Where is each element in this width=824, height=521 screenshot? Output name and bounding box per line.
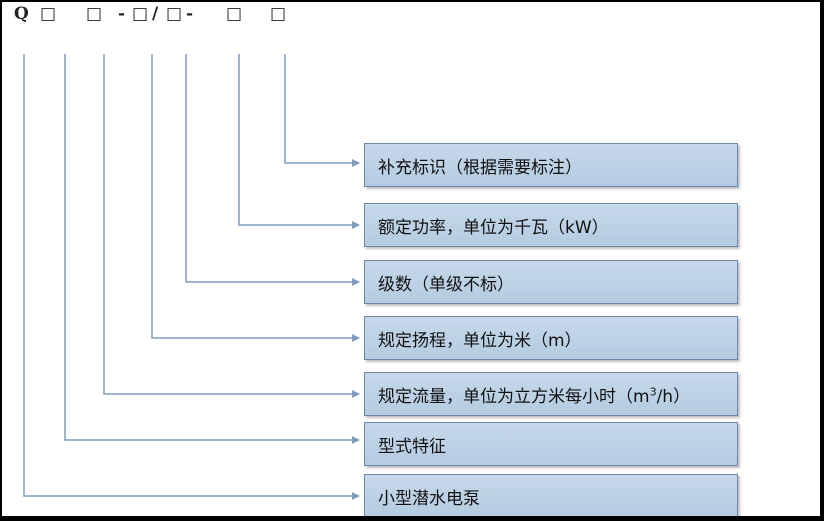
label-head: 规定扬程，单位为米（m） [364, 316, 738, 360]
connector-model-feature [64, 54, 360, 444]
code-letter-q: Q [14, 4, 29, 24]
label-model-feature-text: 型式特征 [378, 436, 446, 457]
code-box-1: □ [40, 4, 57, 24]
code-box-3: □ [132, 4, 149, 24]
label-flow-superscript: 3 [649, 384, 657, 398]
label-model-feature: 型式特征 [364, 422, 738, 466]
label-flow: 规定流量，单位为立方米每小时（m3/h） [364, 372, 738, 416]
code-box-5: □ [226, 4, 243, 24]
connector-stages [185, 54, 360, 286]
diagram-canvas: Q □ □ - □ / □ - □ □ 补充标识（根据需要标注） 额定功率，单位… [2, 2, 820, 516]
label-flow-prefix: 规定流量，单位为立方米每小时（m [378, 386, 650, 407]
connector-rated-power [238, 54, 360, 229]
connector-lines [23, 54, 360, 500]
label-rated-power: 额定功率，单位为千瓦（kW） [364, 203, 738, 247]
label-supplement: 补充标识（根据需要标注） [364, 143, 738, 187]
code-box-4: □ [166, 4, 183, 24]
label-head-text: 规定扬程，单位为米（m） [378, 330, 582, 351]
code-box-2: □ [86, 4, 103, 24]
label-rated-power-text: 额定功率，单位为千瓦（kW） [378, 217, 609, 238]
code-dash-1: - [118, 4, 126, 24]
label-stages-text: 级数（单级不标） [378, 274, 514, 295]
label-pump-type-text: 小型潜水电泵 [378, 488, 480, 509]
label-supplement-text: 补充标识（根据需要标注） [378, 157, 582, 178]
model-code: Q □ □ - □ / □ - □ □ [14, 4, 286, 32]
connector-pump-type [23, 54, 360, 500]
label-flow-suffix: /h） [656, 386, 691, 407]
label-flow-text: 规定流量，单位为立方米每小时（m3/h） [378, 382, 690, 407]
connector-supplement [284, 54, 360, 167]
connector-flow [103, 54, 360, 398]
connector-head [151, 54, 360, 342]
label-stages: 级数（单级不标） [364, 260, 738, 304]
code-box-6: □ [270, 4, 287, 24]
code-slash: / [152, 4, 159, 24]
code-dash-2: - [186, 4, 194, 24]
label-pump-type: 小型潜水电泵 [364, 474, 738, 516]
